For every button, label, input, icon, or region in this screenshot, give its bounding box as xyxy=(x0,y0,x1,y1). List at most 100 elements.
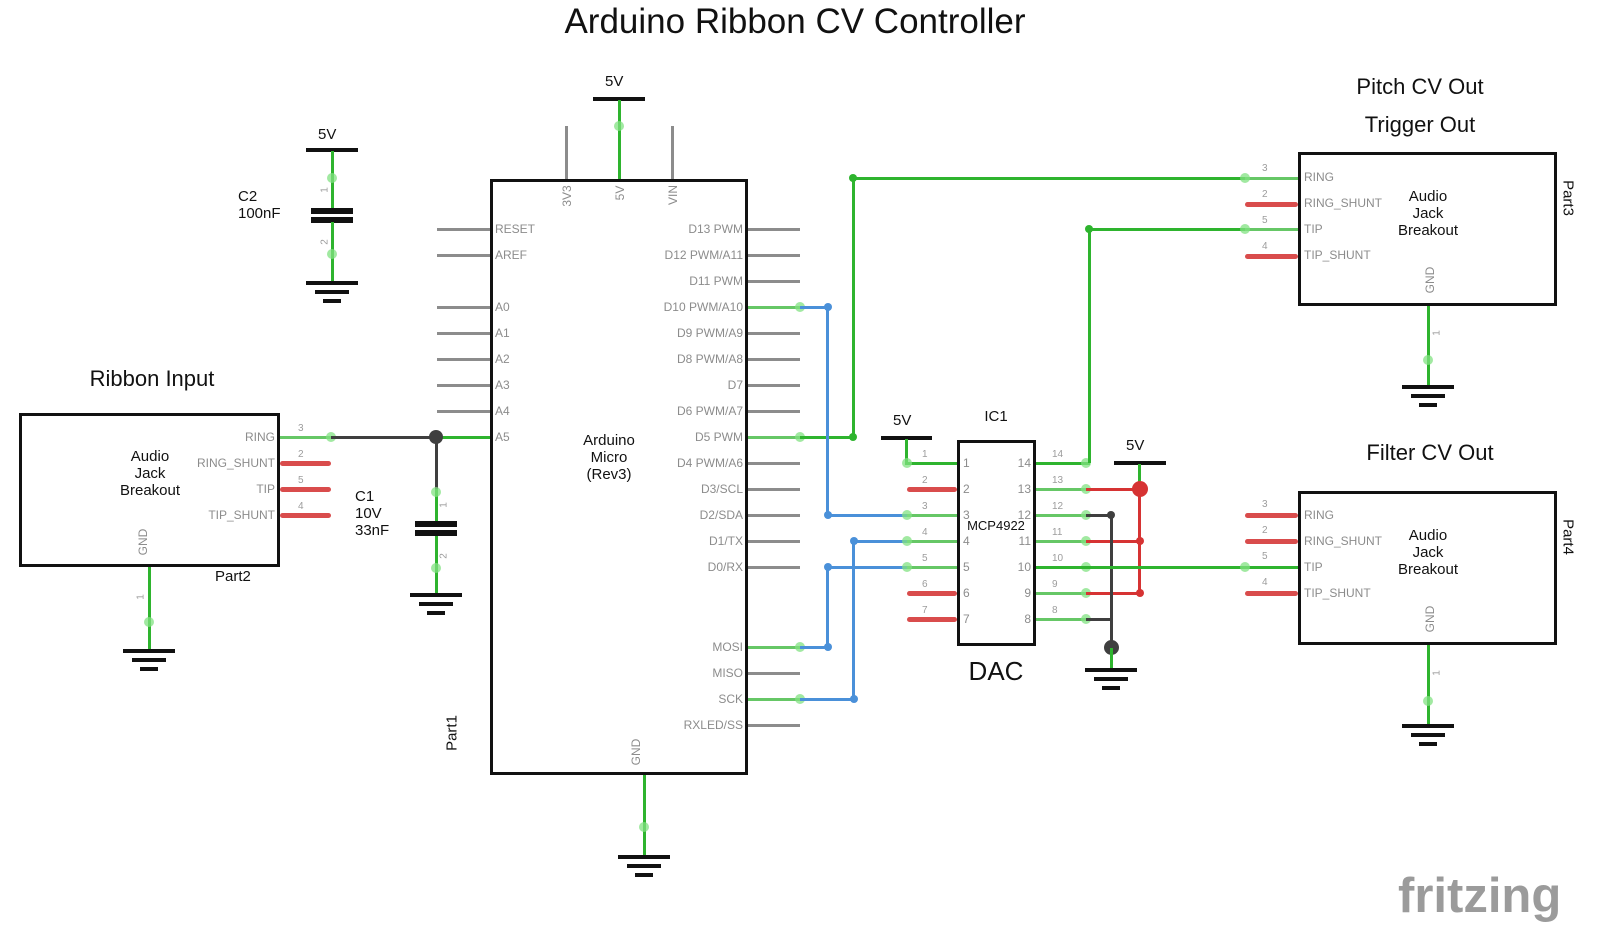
arduino-aref-stub[interactable] xyxy=(437,254,490,257)
ribbon-tip-shunt-stub[interactable] xyxy=(280,513,331,518)
dac-gnd-wire[interactable] xyxy=(1110,648,1113,669)
arduino-gnd-wire[interactable] xyxy=(643,775,646,856)
arduino-pin-5v: 5V xyxy=(613,185,627,201)
pitch-out-title: Pitch CV Out xyxy=(1356,74,1484,99)
ribbon-input-jack[interactable] xyxy=(19,413,280,567)
arduino-d9-stub[interactable] xyxy=(748,332,800,335)
arduino-sck-stub[interactable] xyxy=(748,698,800,701)
arduino-vin-stub[interactable] xyxy=(671,126,674,179)
wire-mosi-sdi[interactable] xyxy=(800,646,829,649)
pitch-ring-stub[interactable] xyxy=(1245,177,1298,180)
arduino-a1-stub[interactable] xyxy=(437,332,490,335)
arduino-pin-3v3: 3V3 xyxy=(560,185,574,207)
ground-symbol xyxy=(1402,724,1454,728)
wire-voutb-to-tip[interactable] xyxy=(1036,566,1298,569)
arduino-a2-stub[interactable] xyxy=(437,358,490,361)
arduino-d1-stub[interactable] xyxy=(748,540,800,543)
filter-tip-shunt-stub[interactable] xyxy=(1245,591,1298,596)
arduino-d12-stub[interactable] xyxy=(748,254,800,257)
wire-d10-cs[interactable] xyxy=(800,306,829,309)
c1-capacitor[interactable] xyxy=(415,521,457,527)
wire-a5-c1[interactable] xyxy=(435,437,438,489)
c2-capacitor[interactable] xyxy=(311,208,353,214)
dac-pin9-stub[interactable] xyxy=(1036,592,1086,595)
filter-gnd-wire[interactable] xyxy=(1427,645,1430,725)
dac-pin4-stub[interactable] xyxy=(907,540,957,543)
ribbon-ring-shunt-stub[interactable] xyxy=(280,461,331,466)
dac-pin7-stub[interactable] xyxy=(907,617,957,622)
filter-out-jack[interactable] xyxy=(1298,491,1557,645)
arduino-5v-wire[interactable] xyxy=(618,100,621,179)
arduino-micro[interactable] xyxy=(490,179,748,775)
filter-ring-stub[interactable] xyxy=(1245,513,1298,518)
arduino-part-label: Part1 xyxy=(443,715,461,751)
wire-shdn[interactable] xyxy=(1086,592,1140,595)
dac-pin2-stub[interactable] xyxy=(907,487,957,492)
ground-symbol xyxy=(306,281,358,285)
arduino-a4-stub[interactable] xyxy=(437,410,490,413)
dac-pin8-stub[interactable] xyxy=(1036,618,1086,621)
filter-ring-shunt-stub[interactable] xyxy=(1245,539,1298,544)
wire-ldac[interactable] xyxy=(1086,618,1113,621)
dac-pin3-stub[interactable] xyxy=(907,514,957,517)
arduino-d11-stub[interactable] xyxy=(748,280,800,283)
arduino-d13-stub[interactable] xyxy=(748,228,800,231)
c2-pin1-num: 1 xyxy=(319,187,331,193)
wire-5v-vref[interactable] xyxy=(1138,464,1141,490)
wire-vrefb[interactable] xyxy=(1086,540,1140,543)
ribbon-gnd-wire[interactable] xyxy=(148,567,151,650)
filter-part-label: Part4 xyxy=(1559,519,1577,555)
wire-d5-vertical[interactable] xyxy=(852,178,855,437)
dac-pin5-stub[interactable] xyxy=(907,566,957,569)
dac-pin6-stub[interactable] xyxy=(907,591,957,596)
arduino-a3-stub[interactable] xyxy=(437,384,490,387)
dac-pin11-stub[interactable] xyxy=(1036,540,1086,543)
dac-ref-label: IC1 xyxy=(984,408,1008,425)
arduino-reset-stub[interactable] xyxy=(437,228,490,231)
arduino-d3-stub[interactable] xyxy=(748,488,800,491)
arduino-d7-stub[interactable] xyxy=(748,384,800,387)
dac-pin13-stub[interactable] xyxy=(1036,488,1086,491)
dac-5v-left-label: 5V xyxy=(893,412,912,429)
ribbon-tip-stub[interactable] xyxy=(280,487,331,492)
arduino-pin-d5: D5 PWM xyxy=(695,430,743,444)
arduino-pin-d4: D4 PWM/A6 xyxy=(676,456,743,470)
dac-pin12-stub[interactable] xyxy=(1036,514,1086,517)
pitch-tip-shunt-stub[interactable] xyxy=(1245,254,1298,259)
arduino-d6-stub[interactable] xyxy=(748,410,800,413)
arduino-d5-stub[interactable] xyxy=(748,436,800,439)
wire-d5-to-ring[interactable] xyxy=(853,177,1245,180)
dac-chip[interactable] xyxy=(957,440,1036,646)
arduino-miso-stub[interactable] xyxy=(748,672,800,675)
pitch-ring-shunt-stub[interactable] xyxy=(1245,202,1298,207)
wire-vouta-vertical[interactable] xyxy=(1088,229,1091,463)
c2-pin2-num: 2 xyxy=(319,239,331,245)
a5-stub[interactable] xyxy=(436,436,490,439)
junction-dot xyxy=(429,430,443,444)
wire-vrefa[interactable] xyxy=(1086,488,1142,491)
arduino-pin-aref: AREF xyxy=(495,248,528,262)
ribbon-ring-stub[interactable] xyxy=(280,436,331,439)
arduino-d8-stub[interactable] xyxy=(748,358,800,361)
dac-pin14-stub[interactable] xyxy=(1036,462,1090,465)
ground-symbol xyxy=(618,855,670,859)
arduino-pin-d6: D6 PWM/A7 xyxy=(676,404,743,418)
wire-5v-vdd[interactable] xyxy=(905,439,908,463)
arduino-a0-stub[interactable] xyxy=(437,306,490,309)
arduino-d10-stub[interactable] xyxy=(748,306,800,309)
arduino-rxled-stub[interactable] xyxy=(748,724,800,727)
wire-vouta-to-tip[interactable] xyxy=(1089,228,1245,231)
arduino-d2-stub[interactable] xyxy=(748,514,800,517)
c1-top-wire[interactable] xyxy=(435,489,438,523)
pitch-gnd-wire[interactable] xyxy=(1427,306,1430,386)
pitch-out-jack[interactable] xyxy=(1298,152,1557,306)
arduino-d4-stub[interactable] xyxy=(748,462,800,465)
wire-sck-sck[interactable] xyxy=(800,698,855,701)
wire-ring-a5[interactable] xyxy=(331,436,437,439)
arduino-mosi-stub[interactable] xyxy=(748,646,800,649)
wire-avss[interactable] xyxy=(1086,514,1113,517)
arduino-d0-stub[interactable] xyxy=(748,566,800,569)
pitch-tip-stub[interactable] xyxy=(1245,228,1298,231)
arduino-3v3-stub[interactable] xyxy=(565,126,568,179)
